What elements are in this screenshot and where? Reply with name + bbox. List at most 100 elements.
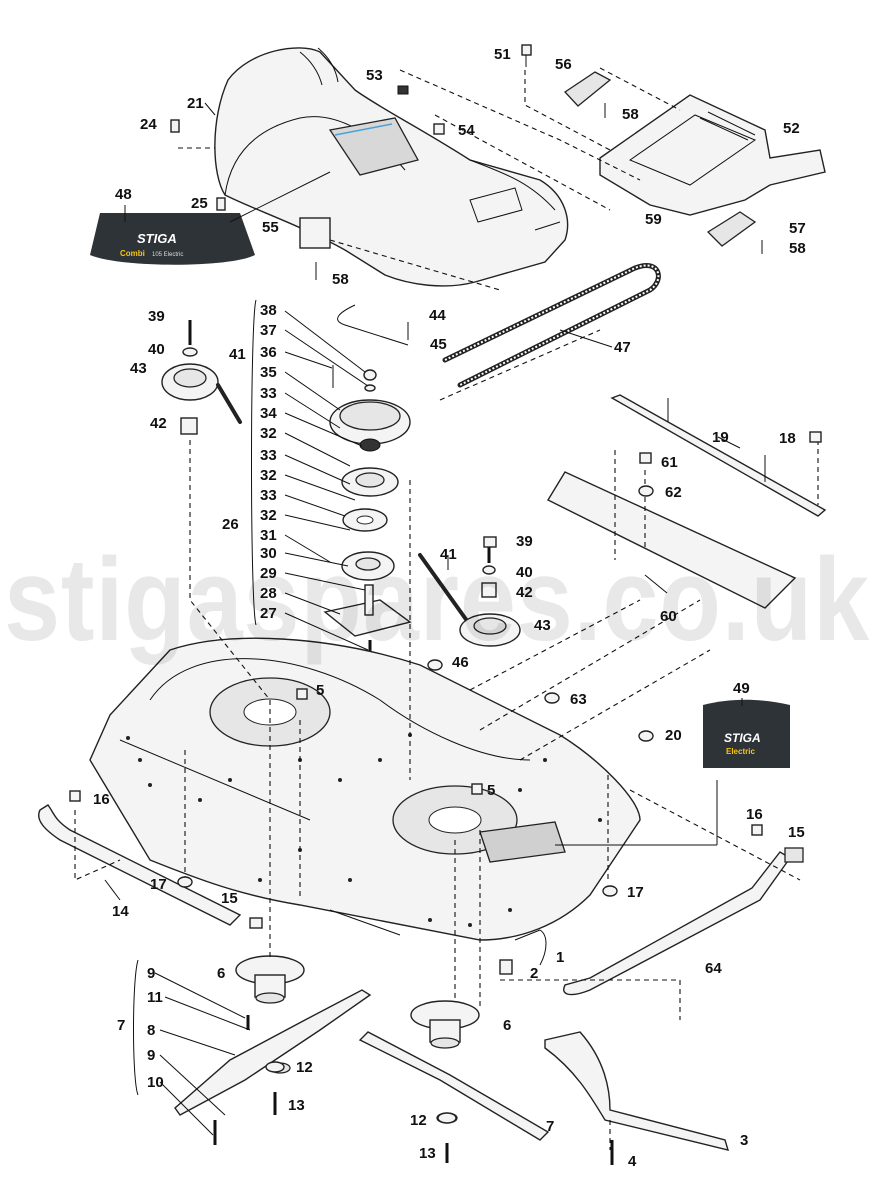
callout-10: 10 [147,1074,164,1091]
callout-13a: 13 [288,1097,305,1114]
callout-47: 47 [614,339,631,356]
callout-32c: 32 [260,507,277,524]
callout-40b: 40 [516,564,533,581]
callout-27: 27 [260,605,277,622]
callout-15a: 15 [221,890,238,907]
callout-45: 45 [430,336,447,353]
right-blade [358,1031,550,1141]
left-pulley [161,320,242,435]
callout-38: 38 [260,302,277,319]
callout-54: 54 [458,122,475,139]
callout-1: 1 [556,949,564,966]
callout-51: 51 [494,46,511,63]
callout-52: 52 [783,120,800,137]
callout-3: 3 [740,1132,748,1149]
callout-2: 2 [530,965,538,982]
callout-7b: 7 [546,1118,554,1135]
decal-48-brand: STIGA [137,231,177,246]
watermark: stigaspares.co.uk [4,534,870,666]
callout-53: 53 [366,67,383,84]
callout-24: 24 [140,116,157,133]
decal-48-model: Combi [120,249,145,258]
callout-5b: 5 [487,782,495,799]
decal-48: STIGA Combi 105 Electric [90,213,255,265]
callout-16a: 16 [93,791,110,808]
right-pulley [418,540,521,647]
decal-49-brand: STIGA [724,731,761,745]
callout-20: 20 [665,727,682,744]
callout-31: 31 [260,527,277,544]
callout-13b: 13 [419,1145,436,1162]
callout-17b: 17 [627,884,644,901]
callout-14: 14 [112,903,129,920]
callout-49: 49 [733,680,750,697]
callout-39b: 39 [516,533,533,550]
callout-9b: 9 [147,1047,155,1064]
callout-46: 46 [452,654,469,671]
callout-48: 48 [115,186,132,203]
callout-33b: 33 [260,447,277,464]
callout-43b: 43 [534,617,551,634]
callout-28: 28 [260,585,277,602]
callout-33a: 33 [260,385,277,402]
callout-60: 60 [660,608,677,625]
callout-32a: 32 [260,425,277,442]
callout-56: 56 [555,56,572,73]
callout-40a: 40 [148,341,165,358]
callout-59: 59 [645,211,662,228]
callout-33c: 33 [260,487,277,504]
callout-21: 21 [187,95,204,112]
bumper-14 [38,804,242,926]
callout-6a: 6 [217,965,225,982]
callout-15b: 15 [788,824,805,841]
callout-61: 61 [661,454,678,471]
callout-32b: 32 [260,467,277,484]
callout-29: 29 [260,565,277,582]
callout-12a: 12 [296,1059,313,1076]
callout-44: 44 [429,307,446,324]
callout-9a: 9 [147,965,155,982]
callout-41b: 41 [440,546,457,563]
callout-58c: 58 [332,271,349,288]
callout-8: 8 [147,1022,155,1039]
bracket-19 [610,394,827,517]
callout-39a: 39 [148,308,165,325]
control-unit [564,71,826,247]
callout-55: 55 [262,219,279,236]
callout-64: 64 [705,960,722,977]
callout-4: 4 [628,1153,637,1170]
callout-63: 63 [570,691,587,708]
callout-36: 36 [260,344,277,361]
callout-labels: 1 2 3 4 5 5 6 6 7 7 8 9 9 10 11 12 12 13… [93,46,806,1170]
fasteners [69,44,822,1165]
callout-37: 37 [260,322,277,339]
callout-42a: 42 [150,415,167,432]
drive-belt [442,263,661,388]
decal-49: STIGA Electric [703,699,790,768]
callout-26: 26 [222,516,239,533]
callout-6b: 6 [503,1017,511,1034]
callout-57: 57 [789,220,806,237]
callout-17a: 17 [150,876,167,893]
callout-11: 11 [147,989,163,1006]
callout-41a: 41 [229,346,246,363]
callout-58b: 58 [789,240,806,257]
callout-62: 62 [665,484,682,501]
plate-60 [547,471,797,609]
callout-30: 30 [260,545,277,562]
assembly-lines [74,67,819,1150]
pulley-stack [323,304,412,688]
right-spindle [410,1000,480,1049]
left-spindle [235,955,305,1004]
callout-7a: 7 [117,1017,125,1034]
decal-48-variant: 105 Electric [152,252,183,258]
callout-19: 19 [712,429,729,446]
callout-5a: 5 [316,682,324,699]
top-cover [214,47,569,287]
callout-42b: 42 [516,584,533,601]
callout-16b: 16 [746,806,763,823]
bumper-64 [563,847,804,996]
decal-49-variant: Electric [726,747,755,756]
leader-lines [104,102,743,1136]
